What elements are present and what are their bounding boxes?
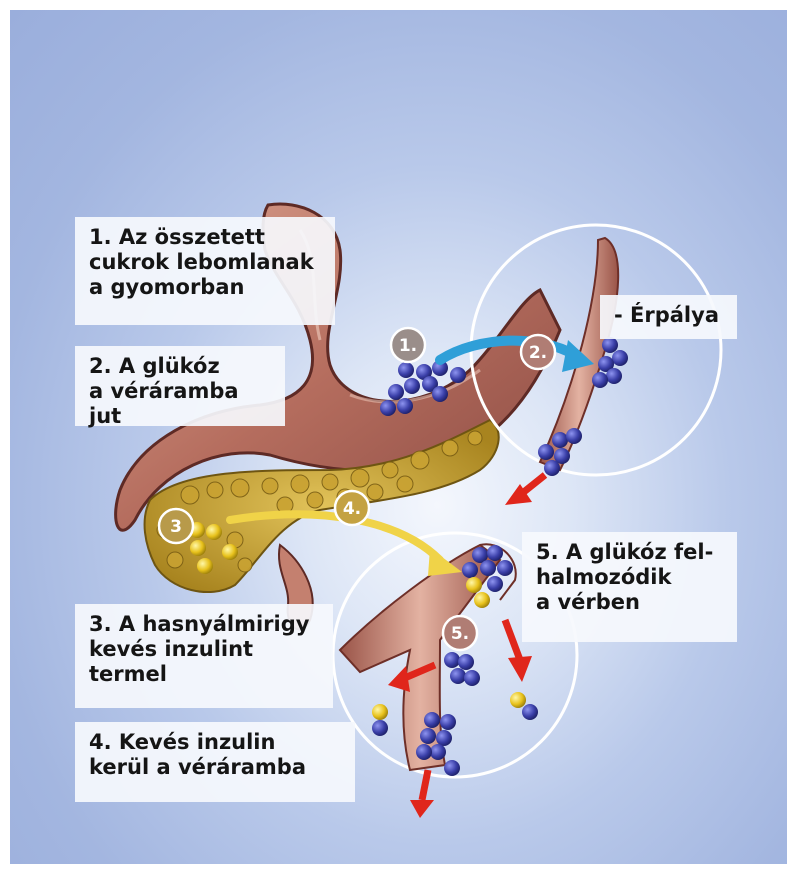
label-step-2: 2. A glükóz a véráramba jut — [75, 346, 285, 426]
label-step-1: 1. Az összetett cukrok lebomlanak a gyom… — [75, 217, 335, 325]
label-step-4: 4. Kevés inzulin kerül a véráramba — [75, 722, 355, 802]
badge-3: 3 — [159, 509, 193, 543]
badge-1: 1. — [391, 328, 425, 362]
svg-text:1.: 1. — [399, 336, 417, 356]
svg-text:2.: 2. — [529, 343, 547, 363]
badge-2: 2. — [521, 335, 555, 369]
label-vessel: - Érpálya — [600, 295, 737, 339]
label-step-3: 3. A hasnyálmirigy kevés inzulint termel — [75, 604, 333, 708]
svg-text:3: 3 — [170, 517, 182, 537]
badge-4: 4. — [335, 491, 369, 525]
badge-5: 5. — [443, 616, 477, 650]
svg-text:5.: 5. — [451, 624, 469, 644]
svg-text:4.: 4. — [343, 499, 361, 519]
label-step-5: 5. A glükóz fel- halmozódik a vérben — [522, 532, 737, 642]
